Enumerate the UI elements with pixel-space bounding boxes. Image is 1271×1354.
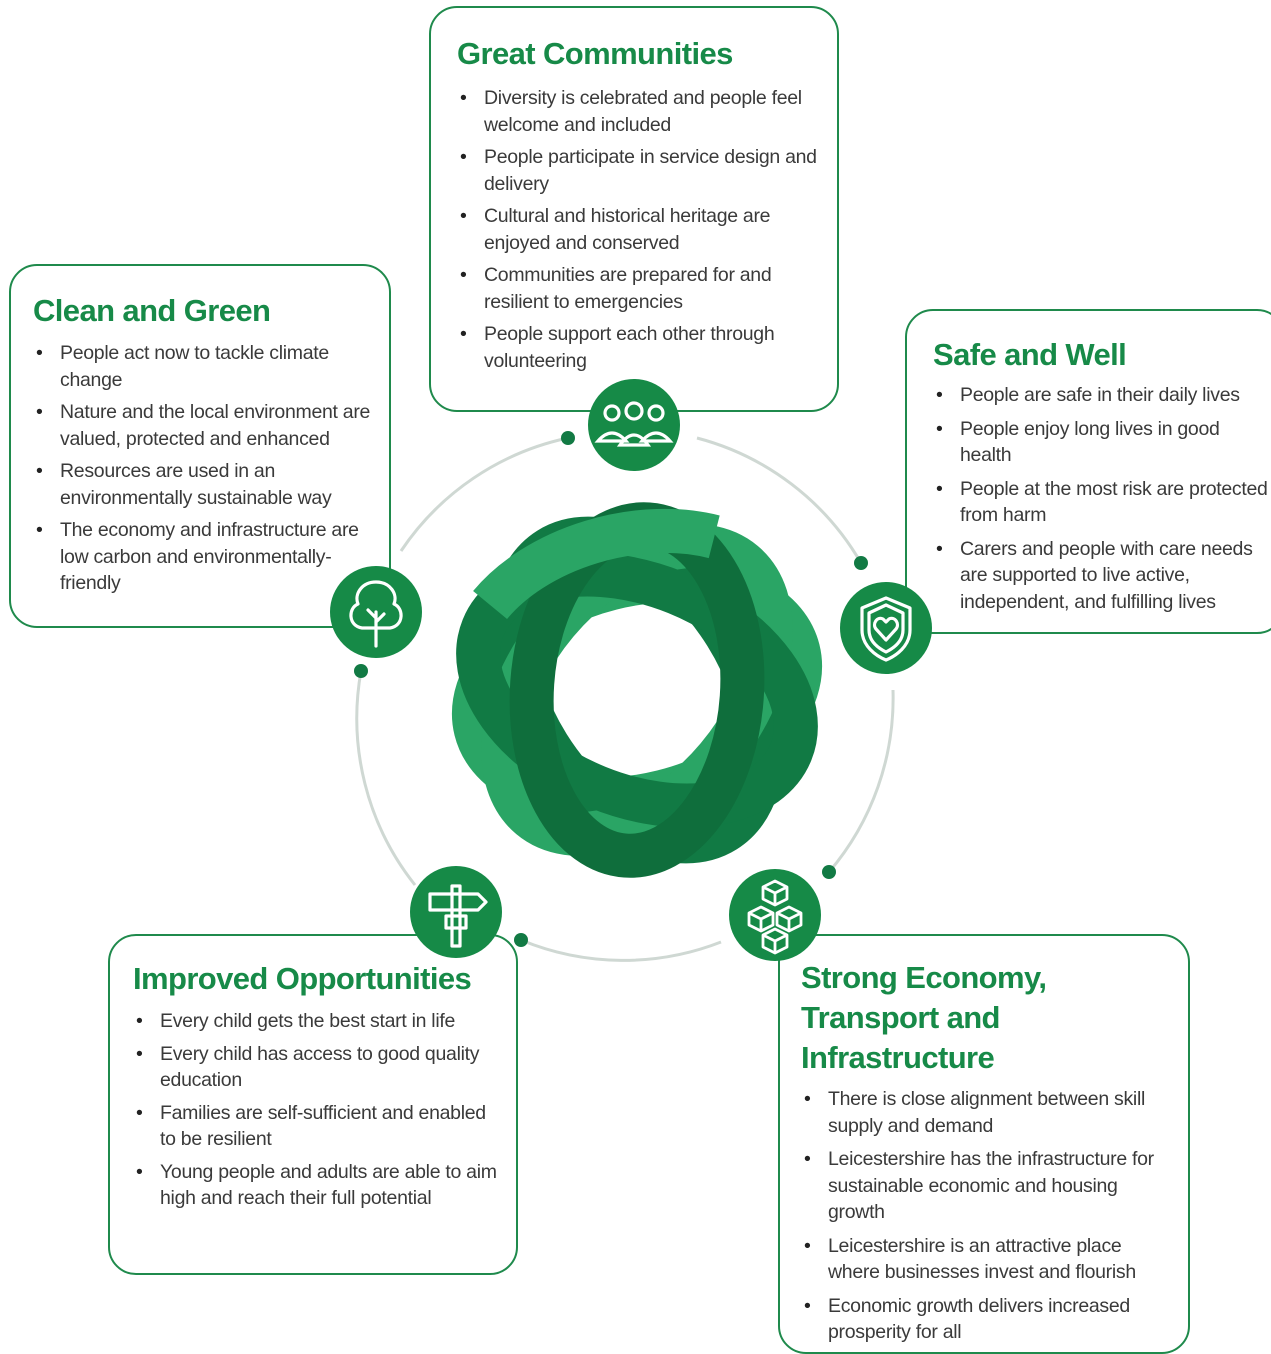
connector-arc	[696, 436, 863, 564]
bullet-list: There is close alignment between skill s…	[801, 1086, 1176, 1346]
bullet-item: Diversity is celebrated and people feel …	[457, 85, 819, 138]
bullet-item: Cultural and historical heritage are enj…	[457, 203, 819, 256]
bullet-item: People are safe in their daily lives	[933, 382, 1271, 409]
connector-dots	[354, 431, 868, 947]
ring-band	[456, 552, 818, 828]
connector-dot	[514, 933, 528, 947]
bullet-item: Nature and the local environment are val…	[33, 399, 375, 452]
connector-dot	[822, 865, 836, 879]
bullet-item: People participate in service design and…	[457, 144, 819, 197]
connector-arc	[520, 938, 722, 962]
bullet-item: Every child has access to good quality e…	[133, 1041, 502, 1094]
card-improved-opportunities: Improved Opportunities Every child gets …	[108, 934, 518, 1275]
ring-overlap	[473, 508, 720, 620]
bullet-item: People act now to tackle climate change	[33, 340, 375, 393]
bullet-item: Communities are prepared for and resilie…	[457, 262, 819, 315]
bullet-item: People support each other through volunt…	[457, 321, 819, 374]
connector-dot	[854, 556, 868, 570]
card-safe-and-well: Safe and Well People are safe in their d…	[905, 309, 1271, 634]
connector-arcs	[355, 436, 895, 962]
section-title: Improved Opportunities	[133, 961, 472, 996]
section-title: Clean and Green	[33, 293, 271, 328]
bullet-item: The economy and infrastructure are low c…	[33, 517, 375, 597]
bullet-item: Economic growth delivers increased prosp…	[801, 1293, 1176, 1346]
connector-arc	[827, 689, 895, 873]
connector-arc	[399, 436, 569, 552]
bullet-list: Diversity is celebrated and people feel …	[457, 85, 819, 374]
bullet-item: Leicestershire has the infrastructure fo…	[801, 1146, 1176, 1226]
connector-dot	[561, 431, 575, 445]
bullet-item: Every child gets the best start in life	[133, 1008, 502, 1035]
ring-center	[561, 606, 720, 765]
section-title: Safe and Well	[933, 337, 1127, 372]
bullet-list: People are safe in their daily lives Peo…	[933, 382, 1271, 615]
card-strong-economy: Strong Economy, Transport and Infrastruc…	[778, 934, 1190, 1354]
card-clean-and-green: Clean and Green People act now to tackle…	[9, 264, 391, 628]
connector-arc	[355, 670, 417, 886]
bullet-item: Carers and people with care needs are su…	[933, 536, 1271, 616]
bullet-list: Every child gets the best start in life …	[133, 1008, 502, 1212]
card-great-communities: Great Communities Diversity is celebrate…	[429, 6, 839, 412]
connector-dot	[354, 664, 368, 678]
bullet-item: People enjoy long lives in good health	[933, 416, 1271, 469]
interlocking-ring-emblem	[451, 502, 823, 878]
bullet-item: Families are self-sufficient and enabled…	[133, 1100, 502, 1153]
bullet-item: There is close alignment between skill s…	[801, 1086, 1176, 1139]
section-title: Strong Economy, Transport and Infrastruc…	[801, 960, 1047, 1075]
bullet-list: People act now to tackle climate change …	[33, 340, 375, 597]
bullet-item: Resources are used in an environmentally…	[33, 458, 375, 511]
bullet-item: Young people and adults are able to aim …	[133, 1159, 502, 1212]
section-title: Great Communities	[457, 36, 733, 71]
bullet-item: Leicestershire is an attractive place wh…	[801, 1233, 1176, 1286]
bullet-item: People at the most risk are protected fr…	[933, 476, 1271, 529]
